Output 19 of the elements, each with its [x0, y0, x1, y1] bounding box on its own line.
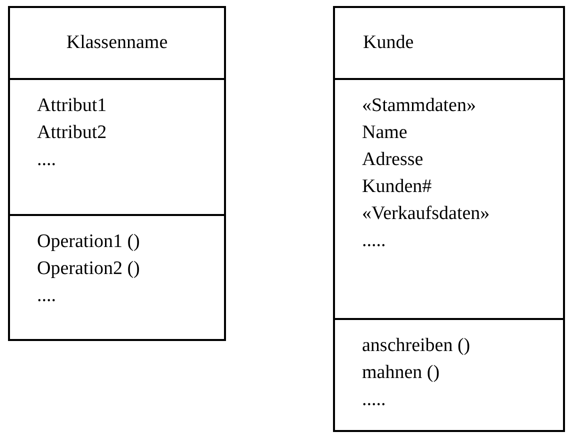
- member-text: Operation2 (): [37, 257, 140, 281]
- member-text: Kunden#: [362, 175, 432, 199]
- member-text: Adresse: [362, 148, 424, 172]
- member-text: Operation1 (): [37, 230, 140, 254]
- class-name: Klassenname: [66, 30, 168, 55]
- member-text: .....: [362, 388, 386, 412]
- class-box: [8, 6, 226, 341]
- member-text: Attribut1: [37, 94, 107, 118]
- member-text: .....: [362, 229, 386, 253]
- member-text: mahnen (): [362, 361, 440, 385]
- class-box: [333, 6, 565, 432]
- member-text: ....: [37, 284, 56, 308]
- member-text: Name: [362, 121, 408, 145]
- member-text: Attribut2: [37, 121, 107, 145]
- class-name: Kunde: [363, 30, 414, 55]
- member-text: ....: [37, 148, 56, 172]
- member-text: anschreiben (): [362, 334, 470, 358]
- member-text: «Verkaufsdaten»: [362, 202, 490, 226]
- member-text: «Stammdaten»: [362, 94, 476, 118]
